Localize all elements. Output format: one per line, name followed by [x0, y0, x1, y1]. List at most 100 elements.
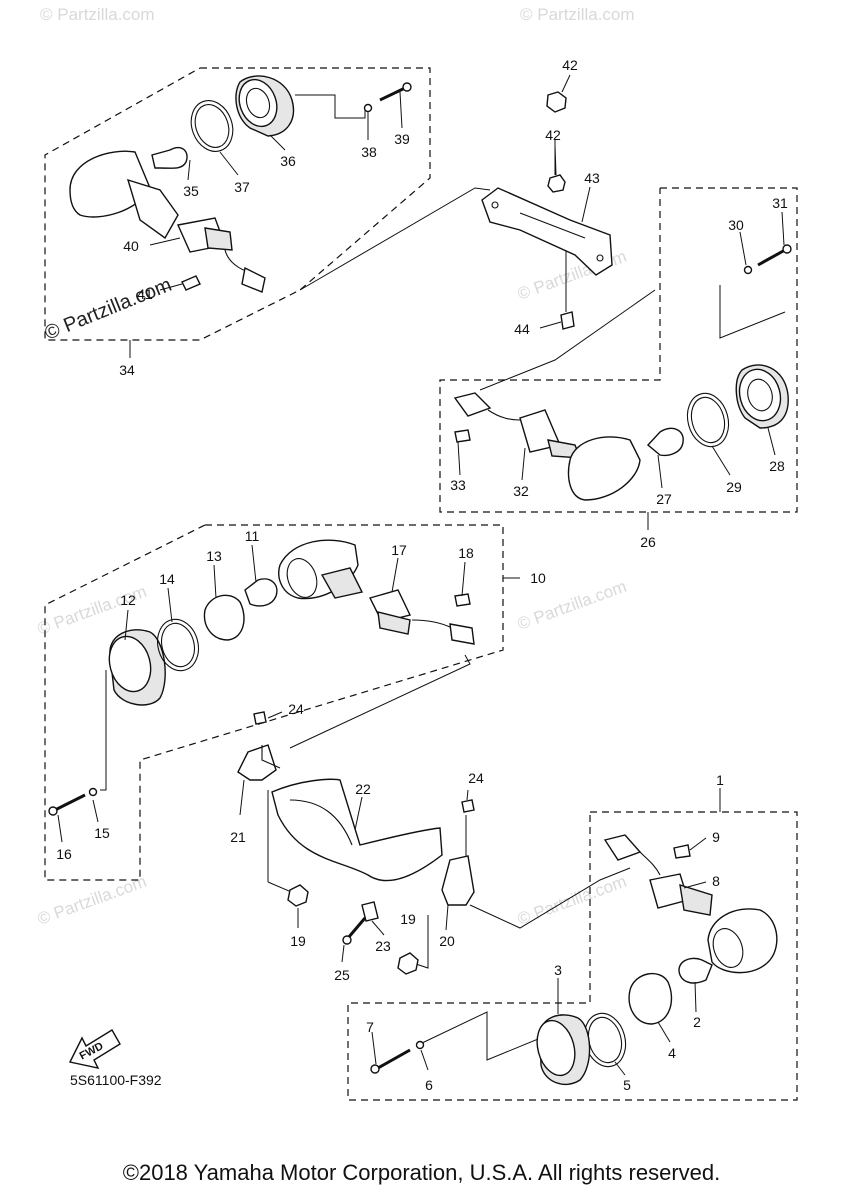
callout-13: 13	[206, 548, 222, 564]
callout-36: 36	[280, 153, 296, 169]
callout-32: 32	[513, 483, 529, 499]
callout-22: 22	[355, 781, 371, 797]
group-outlines	[44, 67, 798, 1101]
group-34-parts	[69, 75, 412, 358]
connection-lines	[100, 94, 786, 1061]
bracket-assembly	[481, 74, 613, 330]
plate-24-top	[253, 711, 267, 725]
callout-34: 34	[119, 362, 135, 378]
callout-33: 33	[450, 477, 466, 493]
callout-42-top: 42	[562, 57, 578, 73]
callout-9: 9	[712, 829, 720, 845]
callout-39: 39	[394, 131, 410, 147]
callout-27: 27	[656, 491, 672, 507]
group-26-parts	[453, 211, 792, 530]
callout-19-left: 19	[290, 933, 306, 949]
washer-6	[415, 1040, 425, 1050]
callout-6: 6	[425, 1077, 433, 1093]
bolt-44	[560, 311, 575, 330]
washer-38	[363, 103, 373, 113]
callout-19-right: 19	[400, 911, 416, 927]
callout-5: 5	[623, 1077, 631, 1093]
callout-26: 26	[640, 534, 656, 550]
nut-42-top	[546, 91, 567, 113]
screw-31	[757, 248, 786, 267]
callout-38: 38	[361, 144, 377, 160]
washer-30	[743, 265, 753, 275]
callout-14: 14	[159, 571, 175, 587]
callout-10: 10	[530, 570, 546, 586]
washer-15	[88, 787, 98, 797]
group-26-outline	[439, 187, 798, 513]
plate-24-right	[461, 799, 475, 813]
group-34-outline	[44, 67, 431, 341]
signal-housing-34	[126, 178, 179, 240]
group-10-outline	[44, 524, 504, 881]
callout-23: 23	[375, 938, 391, 954]
callout-40: 40	[123, 238, 139, 254]
callout-43: 43	[584, 170, 600, 186]
callout-29: 29	[726, 479, 742, 495]
screw-7	[377, 1048, 411, 1070]
reflector-13	[203, 594, 245, 641]
callout-24-right: 24	[468, 770, 484, 786]
callout-11: 11	[245, 528, 260, 544]
callout-41: 41	[137, 286, 153, 302]
callout-4: 4	[668, 1045, 676, 1061]
callout-21: 21	[230, 829, 246, 845]
center-parts	[237, 711, 475, 975]
callout-42-lower: 42	[545, 127, 561, 143]
screw-16	[54, 793, 86, 812]
connector-1	[603, 834, 642, 861]
bulb-11	[244, 578, 278, 607]
callout-30: 30	[728, 217, 744, 233]
lens-26	[567, 436, 641, 501]
screw-18	[454, 593, 471, 607]
bracket-20	[441, 855, 475, 906]
signal-lens-34	[69, 150, 151, 218]
fwd-arrow-icon: FWD	[68, 1029, 121, 1069]
screw-33	[454, 429, 471, 443]
callout-16: 16	[56, 846, 72, 862]
screw-25	[346, 917, 367, 939]
watermark-text: © Partzilla.com	[520, 5, 635, 24]
ring-37	[190, 100, 234, 152]
screw-9	[673, 844, 691, 859]
group-10-parts	[48, 539, 520, 843]
lens-1	[707, 908, 778, 974]
callout-31: 31	[772, 195, 788, 211]
watermark-text: © Partzilla.com	[515, 872, 629, 929]
callout-18: 18	[458, 545, 474, 561]
watermark-dark-text: © Partzilla.com	[42, 274, 175, 345]
connector-26	[453, 392, 492, 417]
callout-44: 44	[514, 321, 530, 337]
reflector-4	[628, 972, 673, 1025]
nut-19-right	[397, 952, 419, 975]
screw-39	[379, 86, 406, 102]
bracket-43	[481, 187, 613, 276]
screw-41	[181, 275, 201, 291]
callout-20: 20	[439, 933, 455, 949]
callout-35: 35	[183, 183, 199, 199]
bulb-27	[646, 427, 684, 457]
callout-12: 12	[120, 592, 136, 608]
bulb-2	[678, 957, 713, 984]
callout-1: 1	[716, 772, 724, 788]
callout-28: 28	[769, 458, 785, 474]
callout-labels: 1 2 3 4 5 6 7 8 9 10 11 12 13 14 15 16 1…	[56, 57, 788, 1093]
bracket-21	[237, 744, 277, 781]
callout-8: 8	[712, 873, 720, 889]
watermark-text: © Partzilla.com	[40, 5, 155, 24]
callout-24-top: 24	[288, 701, 304, 717]
nut-42-lower	[547, 174, 566, 193]
group-1-outline	[347, 811, 798, 1101]
group-1-parts	[370, 788, 778, 1085]
collar-23	[361, 901, 379, 922]
bulb-35	[151, 146, 188, 169]
nut-19-left	[287, 884, 309, 907]
callout-37: 37	[234, 179, 250, 195]
ring-29	[686, 392, 730, 448]
callout-3: 3	[554, 962, 562, 978]
callout-2: 2	[693, 1014, 701, 1030]
